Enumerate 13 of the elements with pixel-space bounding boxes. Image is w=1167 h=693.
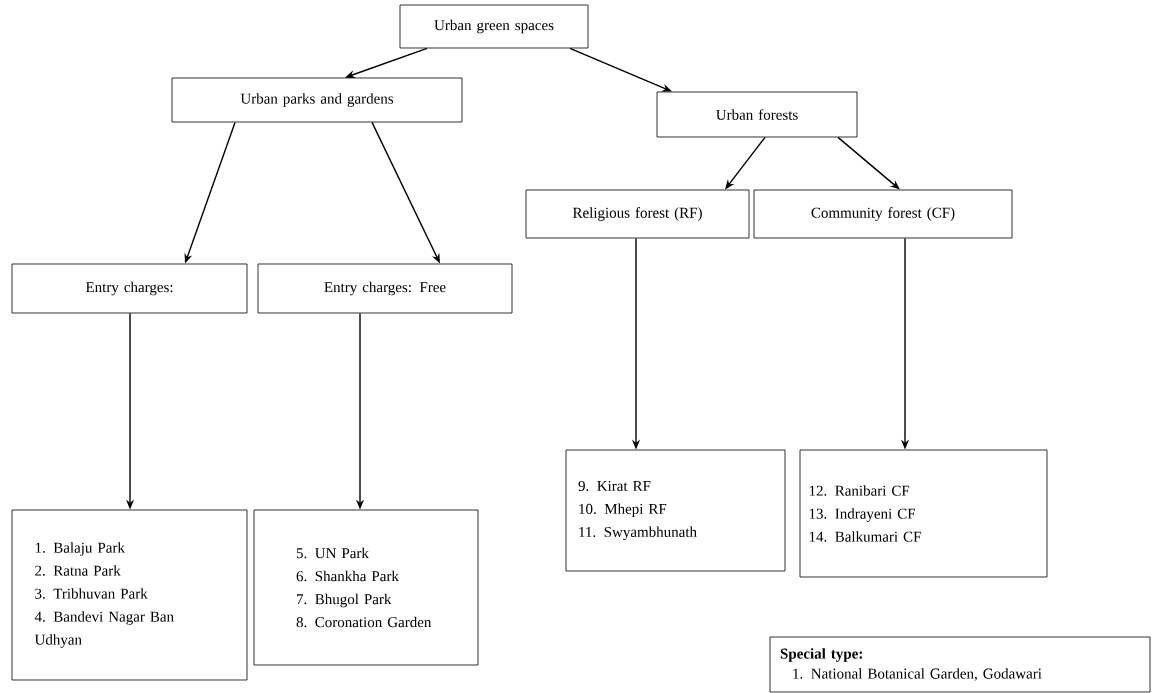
arrow — [837, 136, 900, 190]
list-box: 1. Balaju Park 2. Ratna Park 3. Tribhuvan Park 4. Bandevi Nagar Ban Udhyan — [11, 509, 248, 681]
category-box: Urban green spaces — [399, 4, 589, 49]
category-box: Entry charges: Free — [257, 263, 513, 314]
category-box: Urban forests — [656, 91, 858, 138]
category-box: Entry charges: — [11, 263, 248, 314]
list-box: 5. UN Park 6. Shankha Park 7. Bhugol Park 8. Coronation Garden — [253, 509, 479, 666]
category-box: Religious forest (RF) — [525, 189, 750, 239]
category-box: Urban parks and gardens — [171, 77, 463, 123]
category-box: Community forest (CF) — [753, 189, 1013, 239]
list-box: 12. Ranibari CF 13. Indrayeni CF 14. Balkumari CF — [799, 449, 1048, 578]
list-box: 9. Kirat RF 10. Mhepi RF 11. Swyambhunath — [565, 449, 786, 572]
note-box: Special type: 1. National Botanical Garden, Godawari — [769, 636, 1151, 693]
